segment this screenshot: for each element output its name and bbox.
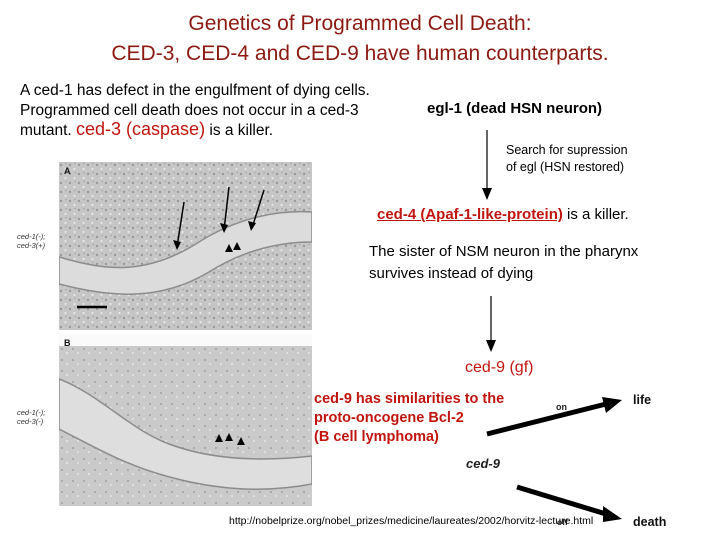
worm-image-b xyxy=(59,334,312,506)
death-label: death xyxy=(633,515,667,529)
intro-paragraph: A ced-1 has defect in the engulfment of … xyxy=(20,81,410,141)
genotype-a-line1: ced-1(-); xyxy=(17,232,46,241)
arrowhead-egl1-to-ced4 xyxy=(482,188,492,200)
ced4-apaf1-label: ced-4 (Apaf-1-like-protein) xyxy=(377,206,563,223)
genotype-a-line2: ced-3(+) xyxy=(17,241,46,250)
search-note-line1: Search for supression xyxy=(506,143,628,157)
ced3-caspase-label: ced-3 (caspase) xyxy=(76,119,206,139)
arrow-off-death xyxy=(516,484,607,517)
arrowhead-off-death xyxy=(603,506,622,522)
ced4-suffix: is a killer. xyxy=(562,206,629,223)
source-url[interactable]: http://nobelprize.org/nobel_prizes/medic… xyxy=(229,515,594,527)
search-note-line2: of egl (HSN restored) xyxy=(506,160,625,174)
genotype-b-line1: ced-1(-); xyxy=(17,408,46,417)
arrow-on-life xyxy=(486,401,607,437)
ced9-gf-label: ced-9 (gf) xyxy=(465,359,534,376)
nsm-sister-line2: survives instead of dying xyxy=(369,265,534,282)
off-label: off xyxy=(557,517,568,527)
panel-a-letter: A xyxy=(64,166,71,176)
on-label: on xyxy=(556,402,567,412)
life-label: life xyxy=(633,393,652,407)
arrowhead-nsm-to-ced9 xyxy=(486,340,496,352)
ced9-description: ced-9 has similarities to the proto-onco… xyxy=(314,390,504,447)
arrowhead-on-life xyxy=(602,397,622,413)
intro-text-a: A ced-1 has defect in the engulfment of … xyxy=(20,82,370,139)
slide-title-line1: Genetics of Programmed Cell Death: xyxy=(188,12,532,35)
egl1-label: egl-1 (dead HSN neuron) xyxy=(427,100,603,117)
ced9-desc-line3: (B cell lymphoma) xyxy=(314,429,439,445)
intro-text-b: is a killer. xyxy=(205,122,274,139)
search-suppression-note: Search for supression of egl (HSN restor… xyxy=(506,142,628,176)
micrograph-panel-a xyxy=(59,162,312,330)
worm-image-a xyxy=(59,162,312,330)
nsm-sister-line1: The sister of NSM neuron in the pharynx xyxy=(369,243,639,260)
panel-b-letter: B xyxy=(64,338,71,348)
ced9-switch-label: ced-9 xyxy=(466,456,500,471)
nsm-sister-text: The sister of NSM neuron in the pharynx … xyxy=(369,241,638,285)
genotype-b-line2: ced-3(-) xyxy=(17,417,44,426)
slide-title-line2: CED-3, CED-4 and CED-9 have human counte… xyxy=(111,42,609,65)
ced4-line: ced-4 (Apaf-1-like-protein) is a killer. xyxy=(377,206,629,223)
micrograph-panel-b xyxy=(59,334,312,506)
ced9-desc-line1: ced-9 has similarities to the xyxy=(314,391,505,407)
ced9-desc-line2: proto-oncogene Bcl-2 xyxy=(314,410,464,426)
